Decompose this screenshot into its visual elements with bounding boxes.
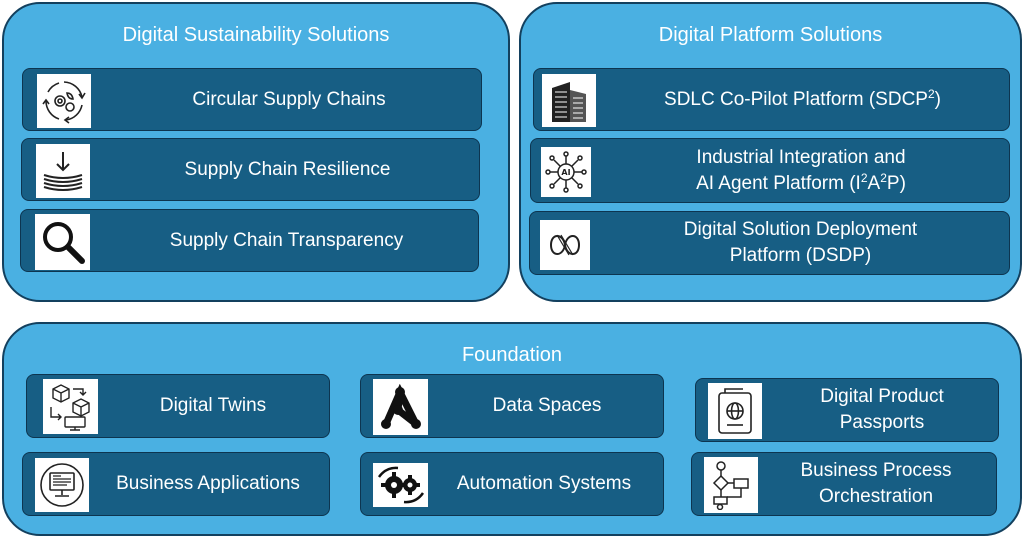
- ai-network-icon: AI: [541, 147, 591, 197]
- layers-arrow-down-icon: [36, 144, 90, 198]
- industrial-integration-line1: Industrial Integration and: [696, 146, 906, 168]
- dsdp-line2: Platform (DSDP): [729, 245, 872, 266]
- supply-chain-transparency-label: Supply Chain Transparency: [169, 229, 404, 251]
- magnifier-icon: [35, 214, 90, 270]
- passport-icon: [708, 383, 762, 439]
- circular-arrows-gear-icon: [37, 74, 91, 128]
- card-automation-systems[interactable]: Automation Systems: [360, 452, 664, 516]
- card-supply-chain-transparency[interactable]: Supply Chain Transparency: [20, 209, 479, 272]
- supply-chain-resilience-label: Supply Chain Resilience: [184, 158, 391, 180]
- card-digital-solution-deployment-platform[interactable]: Digital Solution Deployment Platform (DS…: [529, 211, 1010, 275]
- card-sdlc-copilot-platform[interactable]: SDLC Co-Pilot Platform (SDCP2): [533, 68, 1010, 131]
- card-circular-supply-chains[interactable]: Circular Supply Chains: [22, 68, 482, 131]
- card-business-applications[interactable]: Business Applications: [22, 452, 330, 516]
- cubes-monitor-icon: [43, 379, 98, 434]
- sustainability-panel: Digital Sustainability Solutions Circula…: [2, 2, 510, 302]
- digital-twins-label: Digital Twins: [159, 395, 267, 416]
- building-icon: [542, 74, 596, 127]
- card-supply-chain-resilience[interactable]: Supply Chain Resilience: [21, 138, 480, 201]
- card-digital-twins[interactable]: Digital Twins: [26, 374, 330, 438]
- card-industrial-integration-ai-agent-platform[interactable]: AI Industrial Integration and AI Agent P…: [530, 138, 1010, 203]
- node-graph-icon: [373, 379, 428, 435]
- business-process-line1: Business Process: [800, 460, 952, 481]
- data-spaces-label: Data Spaces: [492, 395, 602, 416]
- platform-title: Digital Platform Solutions: [658, 24, 883, 46]
- flowchart-icon: [704, 457, 758, 513]
- infinity-loop-icon: [540, 220, 590, 270]
- ai-agent-platform-line2: AI Agent Platform (I2A2P): [696, 170, 906, 194]
- gears-cycle-icon: [373, 463, 428, 507]
- monitor-app-icon: [35, 458, 89, 512]
- passports-line2: Passports: [839, 412, 925, 433]
- business-applications-label: Business Applications: [116, 473, 300, 494]
- sdlc-copilot-label: SDLC Co-Pilot Platform (SDCP2): [664, 86, 941, 110]
- card-digital-product-passports[interactable]: Digital Product Passports: [695, 378, 999, 442]
- sustainability-title: Digital Sustainability Solutions: [122, 24, 390, 46]
- foundation-title: Foundation: [461, 344, 563, 366]
- digital-product-line1: Digital Product: [820, 386, 944, 407]
- digital-solution-deployment-line1: Digital Solution Deployment: [683, 219, 918, 240]
- card-data-spaces[interactable]: Data Spaces: [360, 374, 664, 438]
- card-business-process-orchestration[interactable]: Business Process Orchestration: [691, 452, 997, 516]
- platform-panel: Digital Platform Solutions SDLC Co-Pilot…: [519, 2, 1022, 302]
- svg-text:AI: AI: [561, 168, 570, 177]
- circular-supply-chains-label: Circular Supply Chains: [192, 88, 386, 110]
- orchestration-line2: Orchestration: [818, 486, 934, 507]
- automation-systems-label: Automation Systems: [456, 473, 632, 494]
- foundation-panel: Foundation Digital Twins Data Spaces: [2, 322, 1022, 536]
